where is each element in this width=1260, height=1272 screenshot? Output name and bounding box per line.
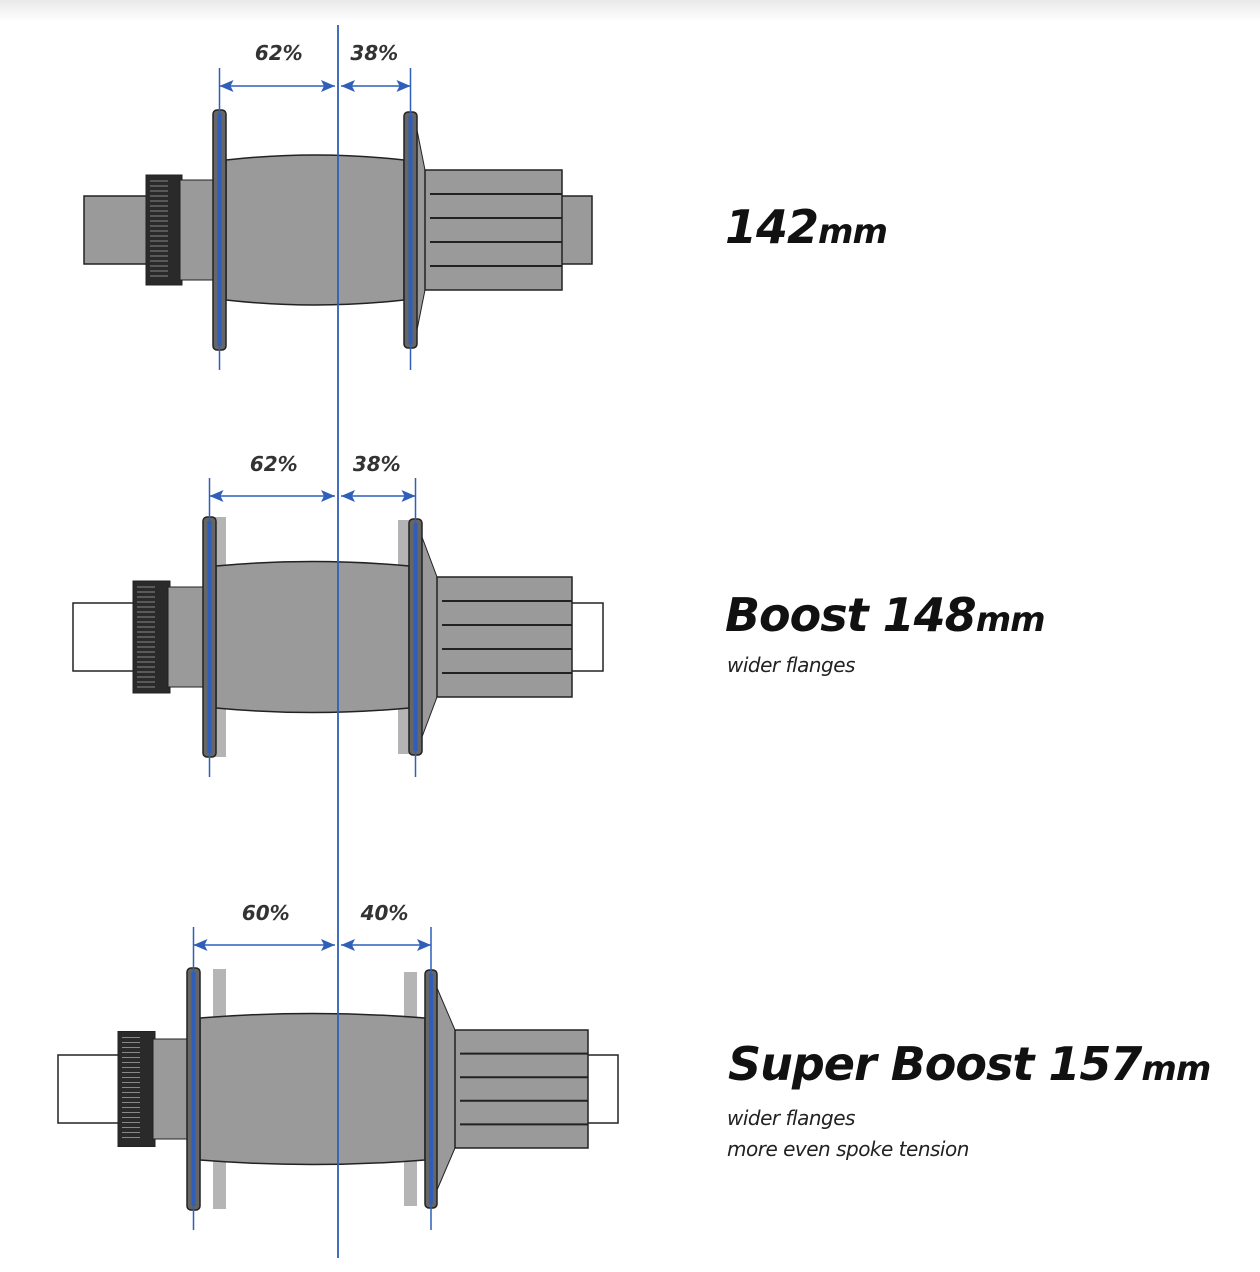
arrowhead-left bbox=[219, 80, 234, 92]
window-top-shadow bbox=[0, 0, 1260, 22]
hub-shoulder-left bbox=[179, 179, 214, 281]
right-percentage: 40% bbox=[360, 901, 409, 925]
hub-142-size: 142 bbox=[725, 200, 819, 254]
hub-shoulder-left bbox=[167, 586, 204, 688]
hub-142-label: 142mm bbox=[725, 200, 888, 254]
hub-boost-unit: mm bbox=[975, 600, 1046, 640]
freehub-body bbox=[424, 169, 563, 291]
right-percentage: 38% bbox=[353, 452, 401, 476]
arrowhead-left bbox=[341, 80, 355, 92]
arrowhead-right bbox=[396, 80, 411, 92]
hub-body bbox=[215, 560, 410, 714]
hub-142-unit: mm bbox=[818, 212, 888, 252]
hub-body bbox=[199, 1012, 426, 1166]
drive-cone bbox=[436, 987, 456, 1191]
left-percentage: 62% bbox=[250, 452, 298, 476]
arrowhead-left bbox=[209, 490, 224, 502]
hub-super-boost-note-1: wider flanges bbox=[727, 1106, 855, 1130]
hub-shoulder-left bbox=[152, 1038, 188, 1140]
arrowhead-left bbox=[341, 939, 355, 951]
hub-boost-prefix: Boost bbox=[725, 588, 883, 642]
hub-boost-size: 148 bbox=[882, 588, 977, 642]
hub-super-boost-label: Super Boost 157mm bbox=[728, 1037, 1211, 1091]
hub-boost-label: Boost 148mm bbox=[725, 588, 1046, 642]
arrowhead-right bbox=[321, 490, 335, 502]
drive-cone bbox=[416, 129, 426, 331]
left-percentage: 62% bbox=[255, 41, 303, 65]
rotor-mount bbox=[145, 174, 183, 286]
hub-boost: 62% 38% bbox=[72, 452, 604, 777]
arrowhead-left bbox=[193, 939, 208, 951]
hub-super-boost-unit: mm bbox=[1141, 1049, 1211, 1089]
drive-cone bbox=[421, 536, 438, 738]
hub-super-boost-prefix: Super Boost bbox=[728, 1037, 1049, 1091]
arrowhead-left bbox=[341, 490, 355, 502]
right-percentage: 38% bbox=[350, 41, 398, 65]
left-percentage: 60% bbox=[242, 901, 290, 925]
hub-body bbox=[225, 154, 405, 306]
hub-super-boost-note-2: more even spoke tension bbox=[727, 1137, 969, 1161]
hub-boost-note: wider flanges bbox=[727, 653, 855, 677]
rotor-mount bbox=[117, 1031, 156, 1147]
arrowhead-right bbox=[321, 80, 335, 92]
arrowhead-right bbox=[321, 939, 335, 951]
freehub-body bbox=[454, 1029, 589, 1149]
arrowhead-right bbox=[417, 939, 431, 951]
arrowhead-right bbox=[401, 490, 416, 502]
hub-super-boost-size: 157 bbox=[1048, 1037, 1142, 1091]
freehub-body bbox=[436, 576, 573, 698]
